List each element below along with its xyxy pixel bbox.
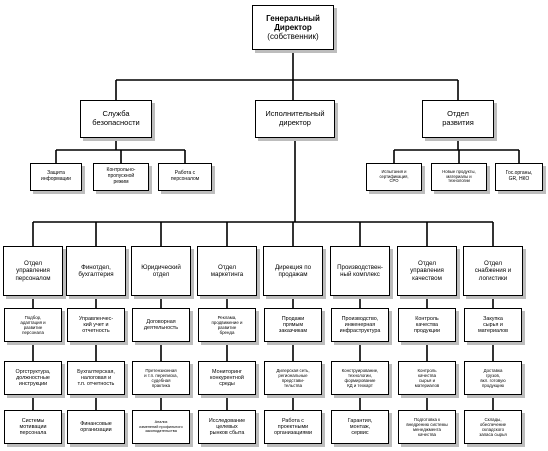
department-box: Юридический отдел — [131, 246, 191, 296]
function-label: Контроль качества продукции — [413, 315, 441, 335]
function-label: Системы мотивации персонала — [19, 417, 47, 437]
function-label: Исследование целевых рынков сбыта — [208, 417, 246, 437]
function-label: Закупка сырья и материалов — [477, 315, 509, 335]
function-label: Управленчес- кий учет и отчетность — [78, 315, 114, 335]
development-unit-label: Испытания и сертификация, СРО — [379, 168, 409, 184]
security-unit-label: Защита информации — [41, 170, 71, 182]
development-unit-label: Гос.органы, GR, НКО — [505, 170, 533, 182]
function-label: Контроль качества сырья и материалов — [414, 367, 440, 389]
function-box: Реклама, продвижение и развитие бренда — [198, 308, 256, 342]
function-box: Доставка грузов, вкл. готовую продукцию — [464, 361, 522, 395]
function-box: Контроль качества продукции — [398, 308, 456, 342]
department-box: Отдел управления персоналом — [3, 246, 63, 296]
department-box: Производствен- ный комплекс — [330, 246, 390, 296]
function-label: Производство, инженерная инфраструктура — [339, 315, 381, 335]
function-label: Анализ изменений профильного законодател… — [139, 420, 183, 434]
function-label: Оргструктура, должностные инструкции — [15, 368, 51, 388]
security-unit-label: Контрольно- пропускной режим — [106, 167, 136, 185]
development-unit-box: Новые продукты, материалы и технологии — [431, 163, 487, 191]
function-box: Гарантия, монтаж, сервис — [331, 410, 389, 444]
function-label: Работа с проектными организациями — [273, 417, 313, 437]
security-service-box: Служба безопасности — [80, 100, 152, 138]
executive-director-box: Исполнительный директор — [255, 100, 335, 138]
function-label: Реклама, продвижение и развитие бренда — [211, 314, 243, 336]
function-box: Склады, обеспечение складского запаса сы… — [464, 410, 522, 444]
department-box: Отдел снабжения и логистики — [463, 246, 523, 296]
development-unit-box: Испытания и сертификация, СРО — [366, 163, 422, 191]
department-label: Отдел управления качеством — [410, 260, 444, 282]
function-label: Финансовые организации — [80, 420, 112, 433]
security-service-label: Служба безопасности — [92, 109, 140, 127]
security-unit-box: Работа с персоналом — [158, 163, 212, 191]
general-director-box: Генеральный Директор (собственник) — [252, 5, 334, 50]
development-unit-box: Гос.органы, GR, НКО — [495, 163, 543, 191]
security-unit-label: Работа с персоналом — [170, 170, 200, 182]
function-box: Подбор, адаптация и развитие персонала — [4, 308, 62, 342]
function-box: Работа с проектными организациями — [264, 410, 322, 444]
function-label: Склады, обеспечение складского запаса сы… — [479, 416, 507, 438]
function-label: Доставка грузов, вкл. готовую продукцию — [480, 367, 506, 389]
function-label: Претензионная и т.п. переписка, судебная… — [144, 367, 178, 389]
general-director-subtitle: (собственник) — [267, 32, 319, 42]
function-box: Дилерская сеть, региональные представи- … — [264, 361, 322, 395]
function-box: Управленчес- кий учет и отчетность — [67, 308, 125, 342]
development-dept-box: Отдел развития — [422, 100, 494, 138]
function-box: Мониторинг конкурентной среды — [198, 361, 256, 395]
function-box: Продажи прямым заказчикам — [264, 308, 322, 342]
security-unit-box: Контрольно- пропускной режим — [93, 163, 149, 191]
security-unit-box: Защита информации — [30, 163, 82, 191]
department-label: Финотдел, бухгалтерия — [78, 263, 114, 278]
department-box: Отдел управления качеством — [397, 246, 457, 296]
function-box: Договорная деятельность — [132, 308, 190, 342]
department-label: Отдел управления персоналом — [15, 260, 51, 282]
general-director-title: Генеральный Директор — [266, 13, 320, 32]
function-box: Системы мотивации персонала — [4, 410, 62, 444]
function-box: Производство, инженерная инфраструктура — [331, 308, 389, 342]
function-label: Бухгалтерская, налоговая и т.п. отчетнос… — [77, 368, 115, 388]
department-box: Дирекция по продажам — [263, 246, 323, 296]
function-label: Конструирование, технологии, формировани… — [341, 367, 379, 389]
function-box: Бухгалтерская, налоговая и т.п. отчетнос… — [67, 361, 125, 395]
function-box: Подготовка к внедрению системы менеджмен… — [398, 410, 456, 444]
function-label: Гарантия, монтаж, сервис — [347, 417, 373, 437]
function-label: Подготовка к внедрению системы менеджмен… — [406, 416, 448, 438]
department-label: Дирекция по продажам — [274, 263, 312, 278]
department-label: Производствен- ный комплекс — [337, 263, 383, 278]
function-box: Оргструктура, должностные инструкции — [4, 361, 62, 395]
development-dept-label: Отдел развития — [442, 109, 474, 127]
function-box: Конструирование, технологии, формировани… — [331, 361, 389, 395]
function-box: Исследование целевых рынков сбыта — [198, 410, 256, 444]
function-box: Финансовые организации — [67, 410, 125, 444]
function-box: Анализ изменений профильного законодател… — [132, 410, 190, 444]
department-box: Финотдел, бухгалтерия — [66, 246, 126, 296]
function-box: Контроль качества сырья и материалов — [398, 361, 456, 395]
function-label: Договорная деятельность — [143, 318, 179, 331]
executive-director-label: Исполнительный директор — [265, 109, 325, 127]
department-label: Юридический отдел — [141, 263, 181, 278]
function-label: Мониторинг конкурентной среды — [210, 368, 244, 388]
function-label: Подбор, адаптация и развитие персонала — [20, 314, 46, 336]
function-label: Дилерская сеть, региональные представи- … — [276, 367, 310, 389]
function-box: Закупка сырья и материалов — [464, 308, 522, 342]
development-unit-label: Новые продукты, материалы и технологии — [442, 168, 476, 184]
function-label: Продажи прямым заказчикам — [278, 315, 308, 335]
department-label: Отдел маркетинга — [210, 263, 244, 278]
department-label: Отдел снабжения и логистики — [474, 260, 512, 282]
function-box: Претензионная и т.п. переписка, судебная… — [132, 361, 190, 395]
department-box: Отдел маркетинга — [197, 246, 257, 296]
